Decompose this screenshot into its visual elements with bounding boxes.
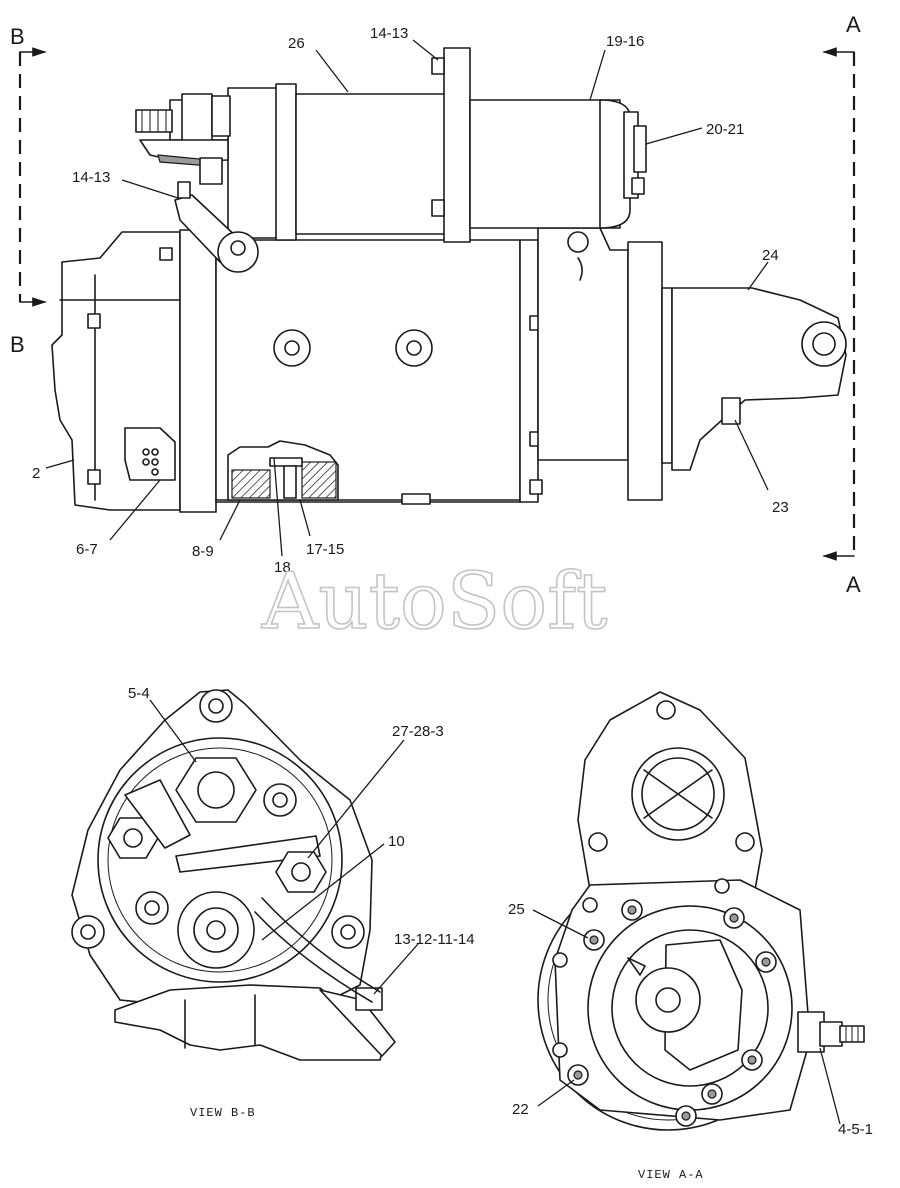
callout-22: 22 — [512, 1101, 529, 1118]
stud-inner-2 — [135, 891, 169, 925]
terminal-stud — [135, 93, 231, 185]
stud-right — [331, 915, 365, 949]
callout-14-13-left: 14-13 — [72, 169, 110, 186]
flange-bolt-4 — [741, 1049, 763, 1071]
flange-bolt-1 — [621, 899, 643, 921]
watermark: AutoSoft — [261, 557, 607, 647]
callout-4-5-1: 4-5-1 — [838, 1121, 873, 1138]
callout-24: 24 — [762, 247, 779, 264]
solenoid — [227, 47, 647, 243]
callout-17-15: 17-15 — [306, 541, 344, 558]
flange-bolt-6 — [583, 929, 605, 951]
view-b-b-label: VIEW B-B — [190, 1106, 256, 1120]
callout-10: 10 — [388, 833, 405, 850]
pole-screw-right — [395, 329, 433, 367]
flange-bolt-5 — [701, 1083, 723, 1105]
stud-inner-1 — [263, 783, 297, 817]
view-a-a-label: VIEW A-A — [638, 1168, 704, 1182]
section-label-b-top: B — [10, 24, 25, 49]
callout-26: 26 — [288, 35, 305, 52]
stud-top — [199, 689, 233, 723]
starter-side-view — [51, 47, 847, 513]
section-line-b — [18, 47, 47, 307]
leader-lines — [45, 39, 841, 1125]
section-label-a-top: A — [846, 12, 861, 37]
view-b-b — [71, 689, 396, 1061]
callout-14-13-top: 14-13 — [370, 25, 408, 42]
callout-23: 23 — [772, 499, 789, 516]
section-label-b-bottom: B — [10, 332, 25, 357]
section-label-a-bottom: A — [846, 572, 861, 597]
callout-13-12-11-14: 13-12-11-14 — [394, 931, 475, 948]
callout-5-4: 5-4 — [128, 685, 150, 702]
callout-25: 25 — [508, 901, 525, 918]
pole-screw-left — [273, 329, 311, 367]
callout-6-7: 6-7 — [76, 541, 98, 558]
flange-bolt-8 — [675, 1105, 697, 1127]
callout-8-9: 8-9 — [192, 543, 214, 560]
flange-bolt-3 — [755, 951, 777, 973]
callout-20-21: 20-21 — [706, 121, 744, 138]
stud-left — [71, 915, 105, 949]
section-line-a — [822, 47, 856, 561]
flange-bolt-2 — [723, 907, 745, 929]
view-a-a — [537, 691, 865, 1131]
callout-2: 2 — [32, 465, 40, 482]
callout-19-16: 19-16 — [606, 33, 644, 50]
side-terminal — [797, 1011, 865, 1053]
callout-18: 18 — [274, 559, 291, 576]
callout-27-28-3: 27-28-3 — [392, 723, 444, 740]
